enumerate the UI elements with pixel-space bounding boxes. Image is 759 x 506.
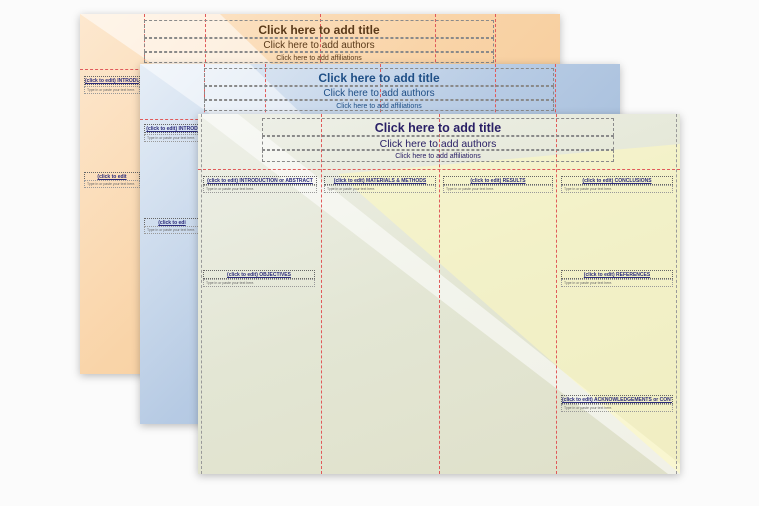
affiliations-placeholder[interactable]: Click here to add affiliations [204, 100, 554, 111]
guide-line [439, 114, 440, 474]
section-body-placeholder[interactable]: Type in or paste your text here. [324, 185, 436, 193]
authors-placeholder[interactable]: Click here to add authors [204, 86, 554, 100]
authors-placeholder[interactable]: Click here to add authors [144, 38, 494, 52]
section-heading-intro[interactable]: (click to edit) INTRODU [84, 76, 140, 85]
section-heading-intro[interactable]: (click to edit) INTROD [144, 124, 200, 133]
guide-line [201, 114, 202, 474]
section-heading-objectives[interactable]: (click to edit) OBJECTIVES [203, 270, 315, 279]
title-placeholder[interactable]: Click here to add title [144, 20, 494, 38]
affiliations-placeholder[interactable]: Click here to add affiliations [144, 52, 494, 63]
section-heading-acknowledgements[interactable]: (click to edit) ACKNOWLEDGEMENTS or CONT… [561, 395, 673, 404]
section-body-placeholder[interactable]: Type in or paste your text here. [561, 279, 673, 287]
authors-placeholder[interactable]: Click here to add authors [262, 136, 614, 150]
affiliations-placeholder[interactable]: Click here to add affiliations [262, 150, 614, 162]
guide-line [556, 114, 557, 474]
title-placeholder[interactable]: Click here to add title [204, 68, 554, 86]
section-heading-results[interactable]: (click to edit) RESULTS [443, 176, 553, 185]
section-body-placeholder[interactable]: Type in or paste your text here. [84, 86, 140, 94]
section-body-placeholder[interactable]: Type in or paste your text here. [443, 185, 553, 193]
section-body-placeholder[interactable]: Type in or paste your text here. [144, 226, 200, 234]
section-body-placeholder[interactable]: Type in or paste your text here. [84, 180, 140, 188]
section-body-placeholder[interactable]: Type in or paste your text here. [203, 185, 317, 193]
guide-line [321, 114, 322, 474]
title-placeholder[interactable]: Click here to add title [262, 118, 614, 136]
guide-line [198, 169, 680, 170]
section-body-placeholder[interactable]: Type in or paste your text here. [203, 279, 315, 287]
section-heading-intro[interactable]: (click to edit) INTRODUCTION or ABSTRACT [203, 176, 317, 185]
section-body-placeholder[interactable]: Type in or paste your text here. [144, 134, 200, 142]
poster-green: Click here to add title Click here to ad… [198, 114, 680, 474]
section-body-placeholder[interactable]: Type in or paste your text here. [561, 404, 673, 412]
guide-line [676, 114, 677, 474]
section-heading-methods[interactable]: (click to edit) MATERIALS & METHODS [324, 176, 436, 185]
section-heading-conclusions[interactable]: (click to edit) CONCLUSIONS [561, 176, 673, 185]
section-body-placeholder[interactable]: Type in or paste your text here. [561, 185, 673, 193]
section-heading-references[interactable]: (click to edit) REFERENCES [561, 270, 673, 279]
